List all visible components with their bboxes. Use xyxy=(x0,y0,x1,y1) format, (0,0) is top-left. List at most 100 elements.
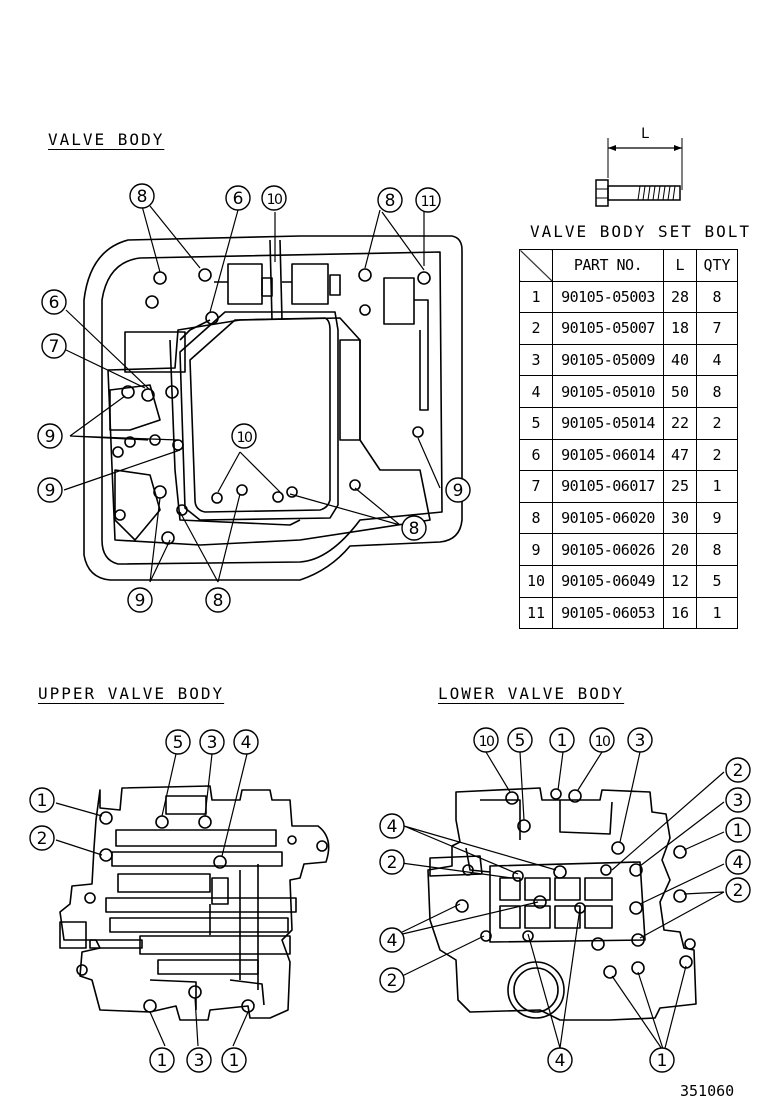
callout-valve-body: 6 xyxy=(225,185,251,211)
callout-upper: 1 xyxy=(221,1047,247,1073)
callout-number: 4 xyxy=(387,817,398,837)
callout-number: 4 xyxy=(733,853,744,873)
part-no-cell: 90105-06020 xyxy=(552,501,664,535)
part-no-cell: 90105-05003 xyxy=(552,280,664,314)
callout-lower: 3 xyxy=(725,787,751,813)
callout-valve-body: 7 xyxy=(41,333,67,359)
callout-number: 2 xyxy=(387,971,398,991)
bolt-no-cell: 10 xyxy=(519,564,553,598)
callout-valve-body: 8 xyxy=(377,187,403,213)
callout-lower: 2 xyxy=(379,967,405,993)
bolt-no-cell: 2 xyxy=(519,312,553,345)
callout-upper: 4 xyxy=(233,729,259,755)
callout-number: 10 xyxy=(595,734,610,750)
callout-number: 11 xyxy=(421,194,436,210)
callout-valve-body: 8 xyxy=(205,587,231,613)
callout-number: 9 xyxy=(135,591,146,611)
callout-valve-body: 9 xyxy=(37,477,63,503)
callout-lower: 4 xyxy=(725,849,751,875)
length-cell: 22 xyxy=(663,406,697,440)
callout-number: 5 xyxy=(515,731,526,751)
qty-cell: 5 xyxy=(696,564,738,598)
length-cell: 50 xyxy=(663,375,697,408)
valve-body-bolt-holes xyxy=(112,268,431,545)
callout-number: 1 xyxy=(733,821,744,841)
qty-cell: 1 xyxy=(696,470,738,503)
callout-lower: 4 xyxy=(379,927,405,953)
length-cell: 25 xyxy=(663,470,697,503)
callout-number: 1 xyxy=(157,1051,168,1071)
callout-number: 10 xyxy=(267,192,282,208)
callout-upper: 5 xyxy=(165,729,191,755)
callout-valve-body: 9 xyxy=(37,423,63,449)
callout-number: 8 xyxy=(137,187,148,207)
callout-number: 6 xyxy=(233,189,244,209)
callout-number: 8 xyxy=(385,191,396,211)
callout-number: 9 xyxy=(45,481,56,501)
callout-lower: 1 xyxy=(649,1047,675,1073)
callout-number: 6 xyxy=(49,293,60,313)
lower-valve-body-title: LOWER VALVE BODY xyxy=(438,684,625,703)
callout-lower: 2 xyxy=(725,757,751,783)
callout-number: 3 xyxy=(635,731,646,751)
length-cell: 47 xyxy=(663,438,697,472)
callout-number: 1 xyxy=(229,1051,240,1071)
callout-number: 10 xyxy=(479,734,494,750)
callout-valve-body: 8 xyxy=(129,183,155,209)
callout-upper: 1 xyxy=(29,787,55,813)
part-no-cell: 90105-05014 xyxy=(552,406,664,440)
callout-number: 2 xyxy=(733,761,744,781)
callout-lower: 4 xyxy=(379,813,405,839)
callout-number: 2 xyxy=(387,853,398,873)
callout-number: 2 xyxy=(37,829,48,849)
bolt-table-title: VALVE BODY SET BOLT xyxy=(530,222,752,241)
callout-lower: 3 xyxy=(627,727,653,753)
upper-valve-body-title: UPPER VALVE BODY xyxy=(38,684,225,703)
callout-lower: 2 xyxy=(379,849,405,875)
callout-valve-body: 10 xyxy=(231,423,257,449)
callout-number: 3 xyxy=(207,733,218,753)
header-part-no: PART NO. xyxy=(552,249,664,282)
callout-valve-body: 11 xyxy=(415,187,441,213)
part-no-cell: 90105-05007 xyxy=(552,312,664,345)
callout-number: 4 xyxy=(387,931,398,951)
callout-number: 7 xyxy=(49,337,60,357)
callout-number: 1 xyxy=(657,1051,668,1071)
bolt-no-cell: 11 xyxy=(519,596,553,630)
length-cell: 18 xyxy=(663,312,697,345)
figure-id: 351060 xyxy=(680,1082,735,1100)
callout-number: 3 xyxy=(733,791,744,811)
callout-number: 10 xyxy=(237,430,252,446)
callout-upper: 3 xyxy=(199,729,225,755)
callout-number: 4 xyxy=(555,1051,566,1071)
callout-lower: 1 xyxy=(549,727,575,753)
callout-upper: 2 xyxy=(29,825,55,851)
bolt-table-corner-cell xyxy=(519,249,553,282)
callout-valve-body: 10 xyxy=(261,185,287,211)
callout-number: 9 xyxy=(45,427,56,447)
callout-valve-body: 9 xyxy=(445,477,471,503)
callout-number: 4 xyxy=(241,733,252,753)
callout-number: 1 xyxy=(557,731,568,751)
callout-lower: 5 xyxy=(507,727,533,753)
lower-valve-body-bolt-holes xyxy=(455,788,696,979)
callout-number: 9 xyxy=(453,481,464,501)
bolt-no-cell: 6 xyxy=(519,438,553,472)
header-qty: QTY xyxy=(696,249,738,282)
qty-cell: 8 xyxy=(696,533,738,566)
callout-number: 2 xyxy=(733,881,744,901)
callout-number: 1 xyxy=(37,791,48,811)
bolt-icon: L xyxy=(595,126,683,207)
valve-body-title: VALVE BODY xyxy=(48,130,165,149)
callout-lower: 10 xyxy=(473,727,499,753)
